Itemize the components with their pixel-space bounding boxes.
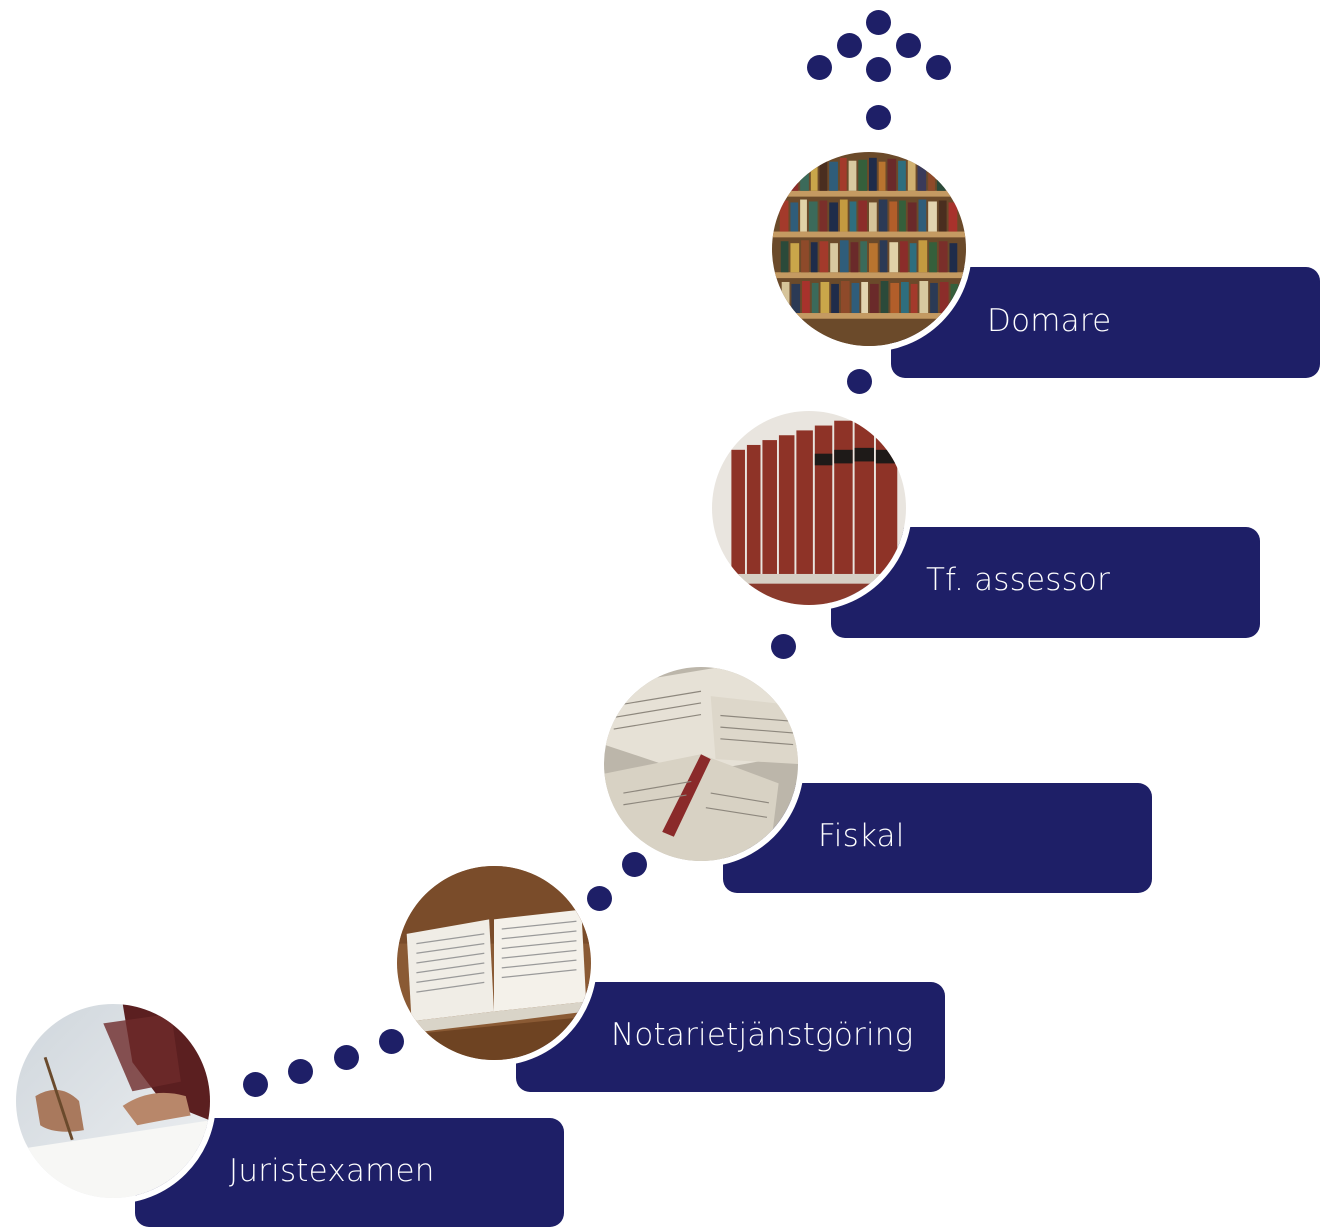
step-notarietjanstgoring: Notarietjänstgöring [516,982,945,1092]
open-books-photo [598,661,804,867]
step-label: Domare [987,303,1112,339]
open-dictionary-photo [391,860,597,1066]
step-label: Tf. assessor [926,562,1111,598]
law-books-shelf-photo [706,405,912,611]
step-label: Fiskal [818,818,905,854]
step-label: Notarietjänstgöring [611,1017,914,1053]
writing-hand-photo [10,998,216,1204]
step-label: Juristexamen [229,1153,435,1189]
bookshelf-photo [766,146,972,352]
